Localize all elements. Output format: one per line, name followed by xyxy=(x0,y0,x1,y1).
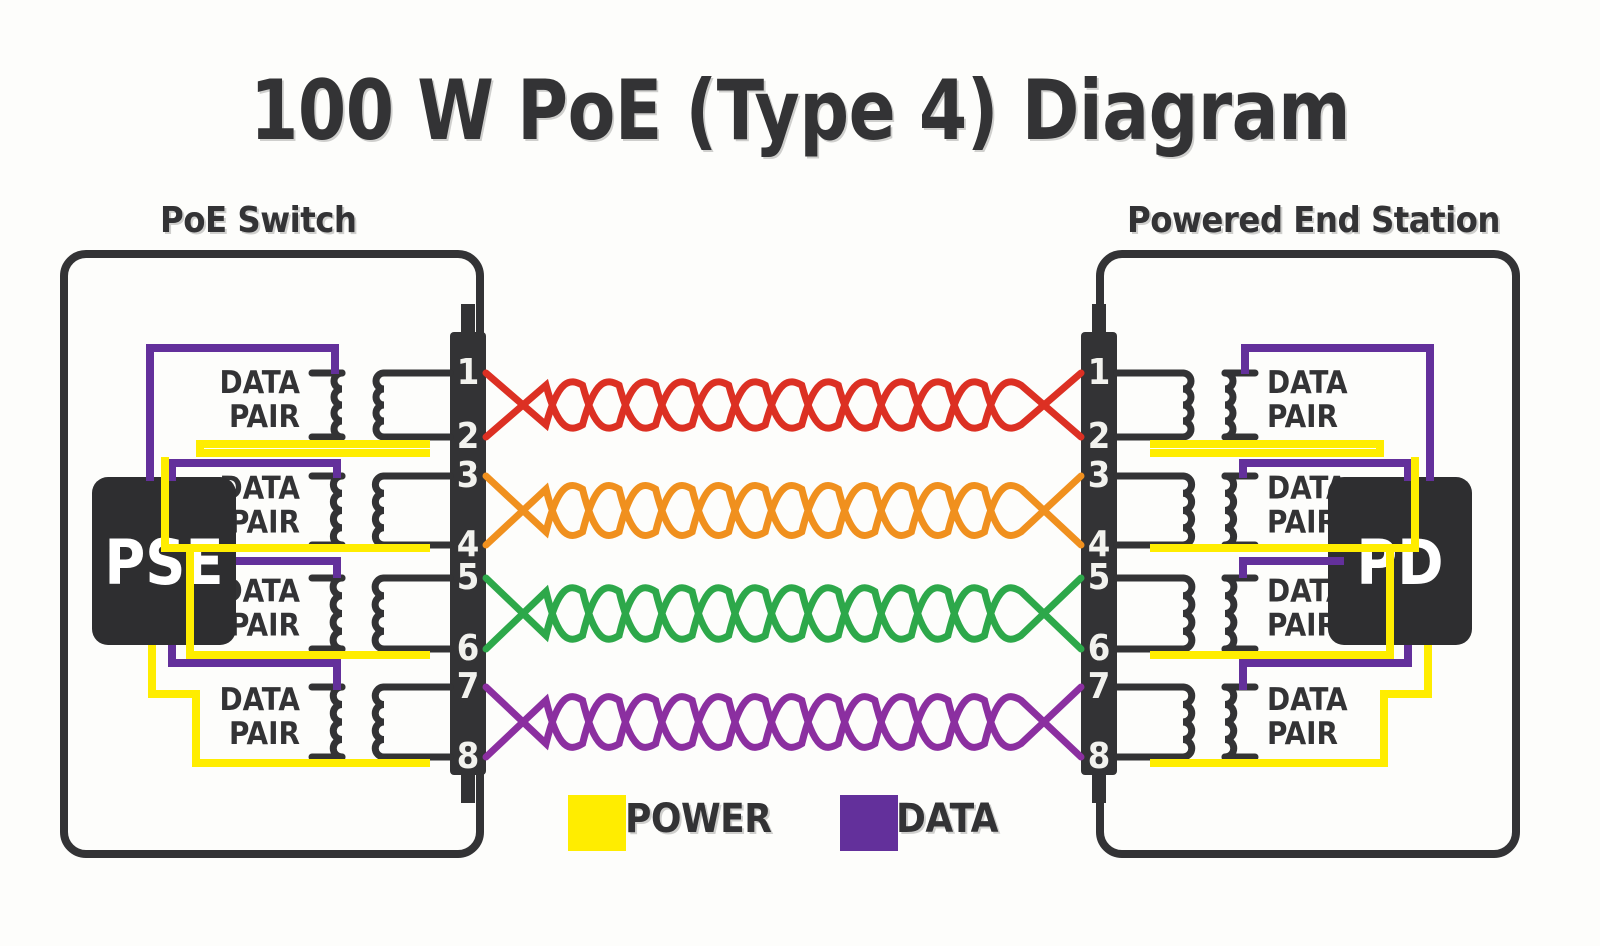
pd-label: PD xyxy=(1356,526,1443,599)
right-power-wire-b xyxy=(1150,457,1419,552)
left-connector-bar xyxy=(450,332,486,775)
transformer-label-line1: DATA xyxy=(1267,682,1348,718)
primary-coil xyxy=(1221,683,1238,761)
cable-strand xyxy=(482,683,1085,761)
secondary-coil xyxy=(1179,683,1196,761)
secondary-coil xyxy=(1179,369,1195,441)
left-connector-pin-1: 1 xyxy=(457,352,480,393)
left-connector-pin-4: 4 xyxy=(457,524,480,565)
right-connector-pin-7: 7 xyxy=(1088,666,1111,707)
legend-swatch-power xyxy=(568,795,626,851)
secondary-coil xyxy=(371,683,388,761)
secondary-coil xyxy=(371,472,388,549)
left-connector-pin-2: 2 xyxy=(457,416,480,457)
left-data-wire-2 xyxy=(168,459,341,481)
right-data-wire-2 xyxy=(1239,459,1412,481)
left-power-wire-d xyxy=(148,645,430,767)
left-data-wire-4 xyxy=(168,645,341,690)
right-connector-pin-4: 4 xyxy=(1088,524,1111,565)
right-connector-stub-bottom xyxy=(1092,769,1106,803)
primary-coil xyxy=(1221,369,1237,441)
right-connector-pin-2: 2 xyxy=(1088,416,1111,457)
left-connector-stub-top xyxy=(461,304,475,338)
secondary-coil xyxy=(372,369,388,441)
right-connector-pin-5: 5 xyxy=(1088,557,1111,598)
right-power-wire-a xyxy=(1150,440,1384,457)
page-title: 100 W PoE (Type 4) Diagram xyxy=(250,62,1350,159)
pse-box xyxy=(92,477,236,645)
right-connector-pin-6: 6 xyxy=(1088,628,1111,669)
cable-pair-5-6 xyxy=(482,574,1085,653)
transformer-label-line2: PAIR xyxy=(229,399,300,435)
cable-strand xyxy=(482,369,1085,441)
right-panel-heading: Powered End Station xyxy=(1127,200,1500,241)
secondary-coil xyxy=(1179,472,1196,549)
primary-coil xyxy=(1221,574,1238,653)
primary-coil xyxy=(329,472,346,549)
primary-coil xyxy=(329,574,346,653)
primary-coil xyxy=(329,683,346,761)
cable-strand xyxy=(482,472,1085,549)
cable-pair-7-8 xyxy=(482,683,1085,761)
left-panel-heading: PoE Switch xyxy=(160,200,357,241)
right-connector-pin-1: 1 xyxy=(1088,352,1111,393)
left-connector-pin-7: 7 xyxy=(457,666,480,707)
legend-label-power: POWER xyxy=(625,796,772,842)
transformer-label-line2: PAIR xyxy=(229,608,300,644)
transformer-label-line2: PAIR xyxy=(1267,399,1338,435)
right-data-wire-4 xyxy=(1239,645,1412,690)
right-power-wire-c xyxy=(1150,545,1394,659)
left-data-wire-1 xyxy=(146,344,339,481)
secondary-coil xyxy=(1179,574,1196,653)
cable-strand xyxy=(482,574,1085,653)
left-power-wire-b xyxy=(161,457,430,552)
transformer-label-line1: DATA xyxy=(219,365,300,401)
legend-label-data: DATA xyxy=(896,796,998,842)
transformer-label-line2: PAIR xyxy=(1267,608,1338,644)
transformer-label-line1: DATA xyxy=(1267,365,1348,401)
left-connector-pin-8: 8 xyxy=(457,736,480,777)
right-connector-bar xyxy=(1081,332,1117,775)
primary-coil xyxy=(330,369,346,441)
left-power-wire-a xyxy=(196,440,430,457)
right-connector-pin-3: 3 xyxy=(1088,455,1111,496)
right-power-wire-d xyxy=(1150,645,1432,767)
left-connector-pin-6: 6 xyxy=(457,628,480,669)
cable-strand xyxy=(482,683,1085,761)
cable-strand xyxy=(482,369,1085,441)
left-connector-stub-bottom xyxy=(461,769,475,803)
right-connector-stub-top xyxy=(1092,304,1106,338)
left-connector-pin-5: 5 xyxy=(457,557,480,598)
cable-strand xyxy=(482,574,1085,653)
left-connector-pin-3: 3 xyxy=(457,455,480,496)
right-data-wire-1 xyxy=(1241,344,1434,481)
right-connector-pin-8: 8 xyxy=(1088,736,1111,777)
left-power-wire-c xyxy=(186,545,430,659)
transformer-label-line2: PAIR xyxy=(1267,716,1338,752)
cable-pair-1-2 xyxy=(482,369,1085,441)
transformer-label-line2: PAIR xyxy=(1267,505,1338,541)
cable-strand xyxy=(482,472,1085,549)
transformer-label-line1: DATA xyxy=(219,682,300,718)
right-data-wire-3 xyxy=(1239,557,1344,578)
secondary-coil xyxy=(371,574,388,653)
legend-swatch-data xyxy=(840,795,898,851)
pd-box xyxy=(1328,477,1472,645)
transformer-label-line2: PAIR xyxy=(229,505,300,541)
left-data-wire-3 xyxy=(236,557,341,578)
transformer-label-line2: PAIR xyxy=(229,716,300,752)
cable-pair-3-4 xyxy=(482,472,1085,549)
primary-coil xyxy=(1221,472,1238,549)
